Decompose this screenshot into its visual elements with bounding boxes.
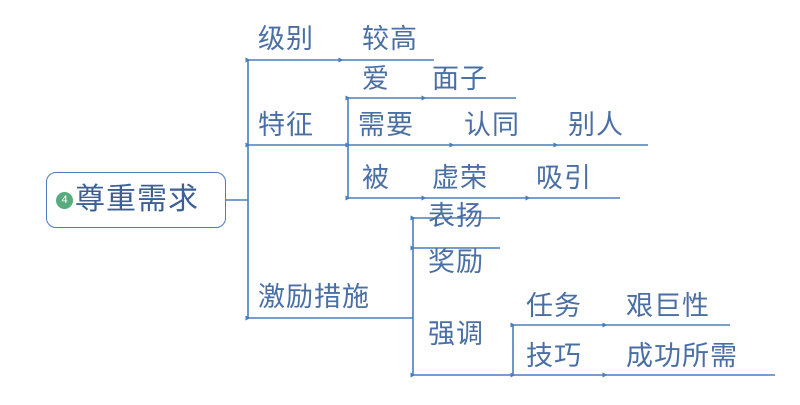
- node-bieren[interactable]: 别人: [568, 110, 624, 140]
- node-jiaogao[interactable]: 较高: [362, 24, 418, 54]
- root-badge: 4: [56, 191, 73, 209]
- node-renwu[interactable]: 任务: [526, 291, 582, 321]
- node-xurong[interactable]: 虚荣: [432, 163, 488, 193]
- node-jibie[interactable]: 级别: [258, 24, 314, 54]
- node-bei[interactable]: 被: [362, 163, 390, 193]
- root-node-label: 尊重需求: [75, 183, 199, 216]
- node-xiyin[interactable]: 吸引: [536, 163, 592, 193]
- node-jilicuoshi[interactable]: 激励措施: [258, 282, 370, 312]
- node-biaoyang[interactable]: 表扬: [428, 201, 484, 231]
- node-ai[interactable]: 爱: [362, 64, 390, 94]
- node-tezheng[interactable]: 特征: [258, 110, 314, 140]
- node-xuyao[interactable]: 需要: [358, 110, 414, 140]
- root-node[interactable]: 4 尊重需求: [46, 172, 226, 228]
- node-jiqiao[interactable]: 技巧: [526, 341, 582, 371]
- node-jianjuxing[interactable]: 艰巨性: [626, 291, 710, 321]
- node-chenggongsuoxu[interactable]: 成功所需: [626, 341, 738, 371]
- node-mianzi[interactable]: 面子: [432, 64, 488, 94]
- node-jiangli[interactable]: 奖励: [428, 247, 484, 277]
- node-qiangdiao[interactable]: 强调: [428, 319, 484, 349]
- node-rentong[interactable]: 认同: [464, 110, 520, 140]
